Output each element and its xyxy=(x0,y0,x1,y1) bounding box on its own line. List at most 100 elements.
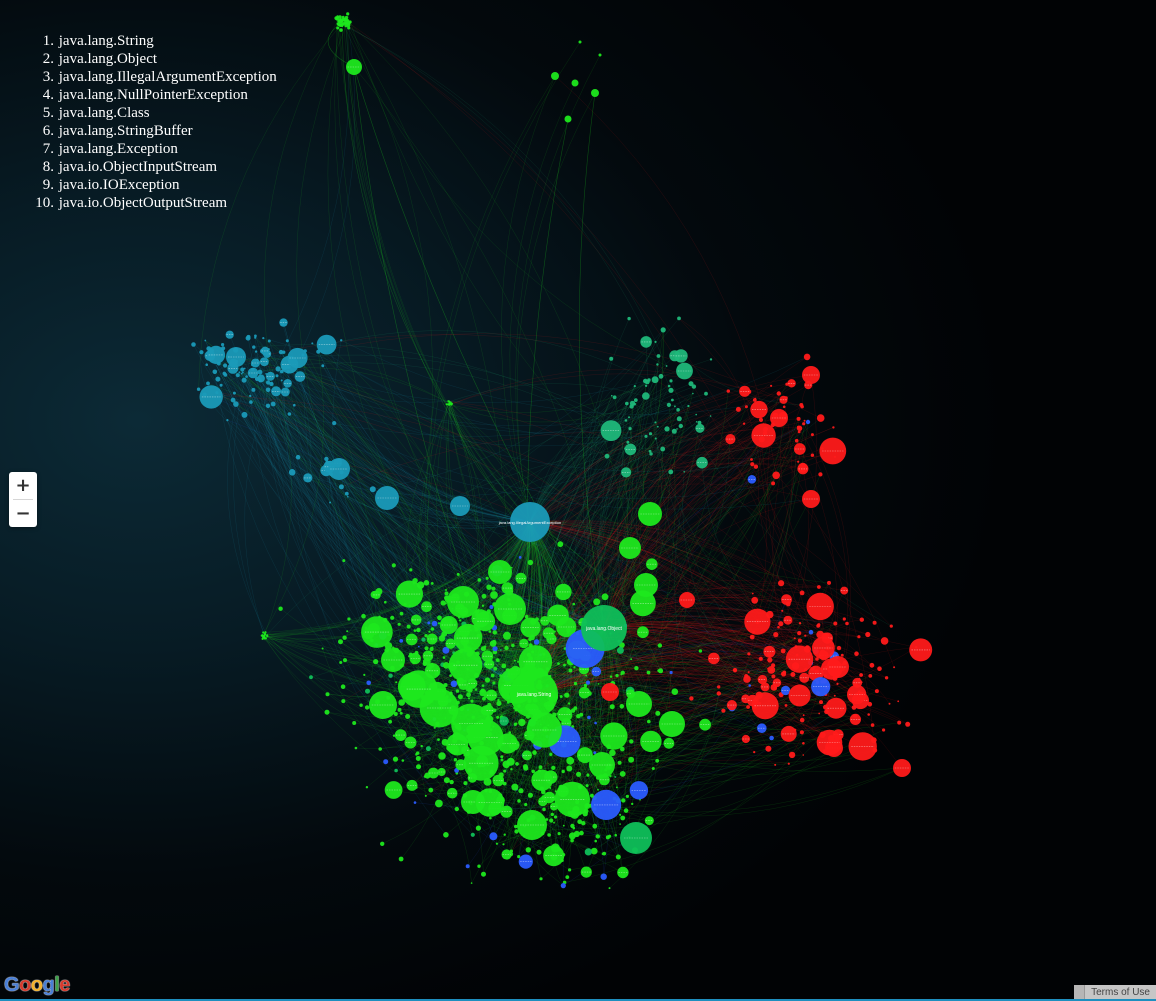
graph-node[interactable] xyxy=(771,674,776,679)
graph-node[interactable] xyxy=(451,402,453,405)
graph-node[interactable] xyxy=(453,758,458,762)
graph-node[interactable] xyxy=(793,443,806,455)
graph-node[interactable] xyxy=(790,672,796,677)
graph-node[interactable] xyxy=(609,356,614,361)
graph-node[interactable] xyxy=(626,440,630,444)
graph-node[interactable] xyxy=(503,769,507,773)
graph-node[interactable] xyxy=(421,601,432,613)
graph-node[interactable] xyxy=(542,807,546,812)
graph-node[interactable] xyxy=(458,619,462,622)
graph-node[interactable] xyxy=(455,689,460,693)
graph-node[interactable] xyxy=(419,688,459,728)
graph-node[interactable] xyxy=(287,412,292,416)
graph-node[interactable] xyxy=(425,746,431,752)
graph-node[interactable] xyxy=(547,833,551,837)
graph-node[interactable] xyxy=(524,802,528,807)
graph-node[interactable] xyxy=(637,626,649,639)
graph-node[interactable] xyxy=(270,401,276,407)
graph-node[interactable] xyxy=(267,339,271,343)
graph-node[interactable] xyxy=(797,638,803,643)
zoom-out-button[interactable]: − xyxy=(9,500,37,527)
graph-node[interactable] xyxy=(784,704,788,707)
graph-node[interactable] xyxy=(623,808,629,813)
graph-node[interactable] xyxy=(344,491,349,496)
graph-node[interactable] xyxy=(235,373,240,378)
graph-node[interactable] xyxy=(424,634,428,638)
graph-node[interactable] xyxy=(804,634,807,637)
graph-node[interactable] xyxy=(265,403,271,408)
graph-node[interactable] xyxy=(803,419,806,422)
graph-node[interactable] xyxy=(832,426,835,429)
graph-node[interactable] xyxy=(630,658,633,661)
graph-node[interactable] xyxy=(428,787,434,793)
graph-node[interactable] xyxy=(565,875,570,879)
graph-node[interactable] xyxy=(743,675,751,683)
graph-node[interactable] xyxy=(577,819,583,825)
graph-node[interactable] xyxy=(481,871,486,877)
graph-node[interactable] xyxy=(624,443,637,456)
graph-node[interactable] xyxy=(479,689,487,697)
graph-node[interactable] xyxy=(347,26,351,30)
graph-node[interactable] xyxy=(458,679,469,691)
graph-node[interactable] xyxy=(799,730,805,735)
graph-node[interactable] xyxy=(527,792,534,798)
graph-node[interactable] xyxy=(511,643,515,648)
graph-node[interactable] xyxy=(611,394,613,397)
graph-node[interactable] xyxy=(553,815,558,819)
graph-node[interactable] xyxy=(249,394,252,398)
graph-node[interactable] xyxy=(325,692,330,697)
graph-node[interactable] xyxy=(449,674,452,677)
graph-node[interactable] xyxy=(750,400,768,419)
graph-node[interactable] xyxy=(527,559,534,566)
graph-node[interactable] xyxy=(570,823,575,829)
graph-node[interactable] xyxy=(405,714,411,719)
graph-node[interactable] xyxy=(230,397,236,403)
graph-node[interactable] xyxy=(338,639,343,645)
graph-node[interactable] xyxy=(576,714,581,719)
zoom-in-button[interactable]: + xyxy=(9,472,37,499)
graph-node[interactable] xyxy=(799,672,810,683)
graph-node[interactable] xyxy=(627,316,631,321)
graph-node[interactable] xyxy=(877,666,882,671)
graph-node[interactable] xyxy=(561,769,565,774)
graph-node[interactable] xyxy=(658,668,664,674)
graph-node[interactable] xyxy=(625,794,630,799)
graph-node[interactable] xyxy=(514,829,519,834)
graph-node[interactable] xyxy=(437,615,442,621)
graph-node[interactable] xyxy=(501,582,514,594)
graph-node[interactable] xyxy=(359,703,363,707)
graph-node[interactable] xyxy=(278,349,284,355)
graph-node[interactable] xyxy=(409,652,421,665)
graph-node[interactable] xyxy=(578,40,582,44)
graph-node[interactable] xyxy=(767,657,773,663)
graph-node[interactable] xyxy=(424,794,427,797)
graph-node[interactable] xyxy=(241,411,248,418)
graph-node[interactable] xyxy=(585,680,591,685)
graph-node[interactable] xyxy=(481,593,487,599)
string-node[interactable] xyxy=(510,670,558,718)
graph-node[interactable] xyxy=(338,484,344,490)
graph-node[interactable] xyxy=(511,783,519,791)
graph-node[interactable] xyxy=(551,765,556,771)
graph-node[interactable] xyxy=(654,340,657,343)
graph-node[interactable] xyxy=(338,15,342,19)
graph-node[interactable] xyxy=(753,464,759,469)
graph-node[interactable] xyxy=(600,873,607,880)
graph-node[interactable] xyxy=(888,702,891,705)
graph-node[interactable] xyxy=(543,791,556,804)
graph-node[interactable] xyxy=(778,580,785,587)
graph-node[interactable] xyxy=(257,369,263,375)
graph-node[interactable] xyxy=(383,759,389,765)
graph-node[interactable] xyxy=(778,621,784,627)
graph-node[interactable] xyxy=(438,635,446,642)
graph-node[interactable] xyxy=(788,751,796,759)
graph-node[interactable] xyxy=(803,353,811,361)
graph-node[interactable] xyxy=(492,681,496,685)
graph-node[interactable] xyxy=(557,662,560,665)
graph-node[interactable] xyxy=(448,403,450,406)
graph-node[interactable] xyxy=(845,621,849,626)
graph-node[interactable] xyxy=(629,739,634,744)
graph-node[interactable] xyxy=(503,631,511,640)
graph-node[interactable] xyxy=(683,471,685,473)
graph-node[interactable] xyxy=(551,72,559,80)
